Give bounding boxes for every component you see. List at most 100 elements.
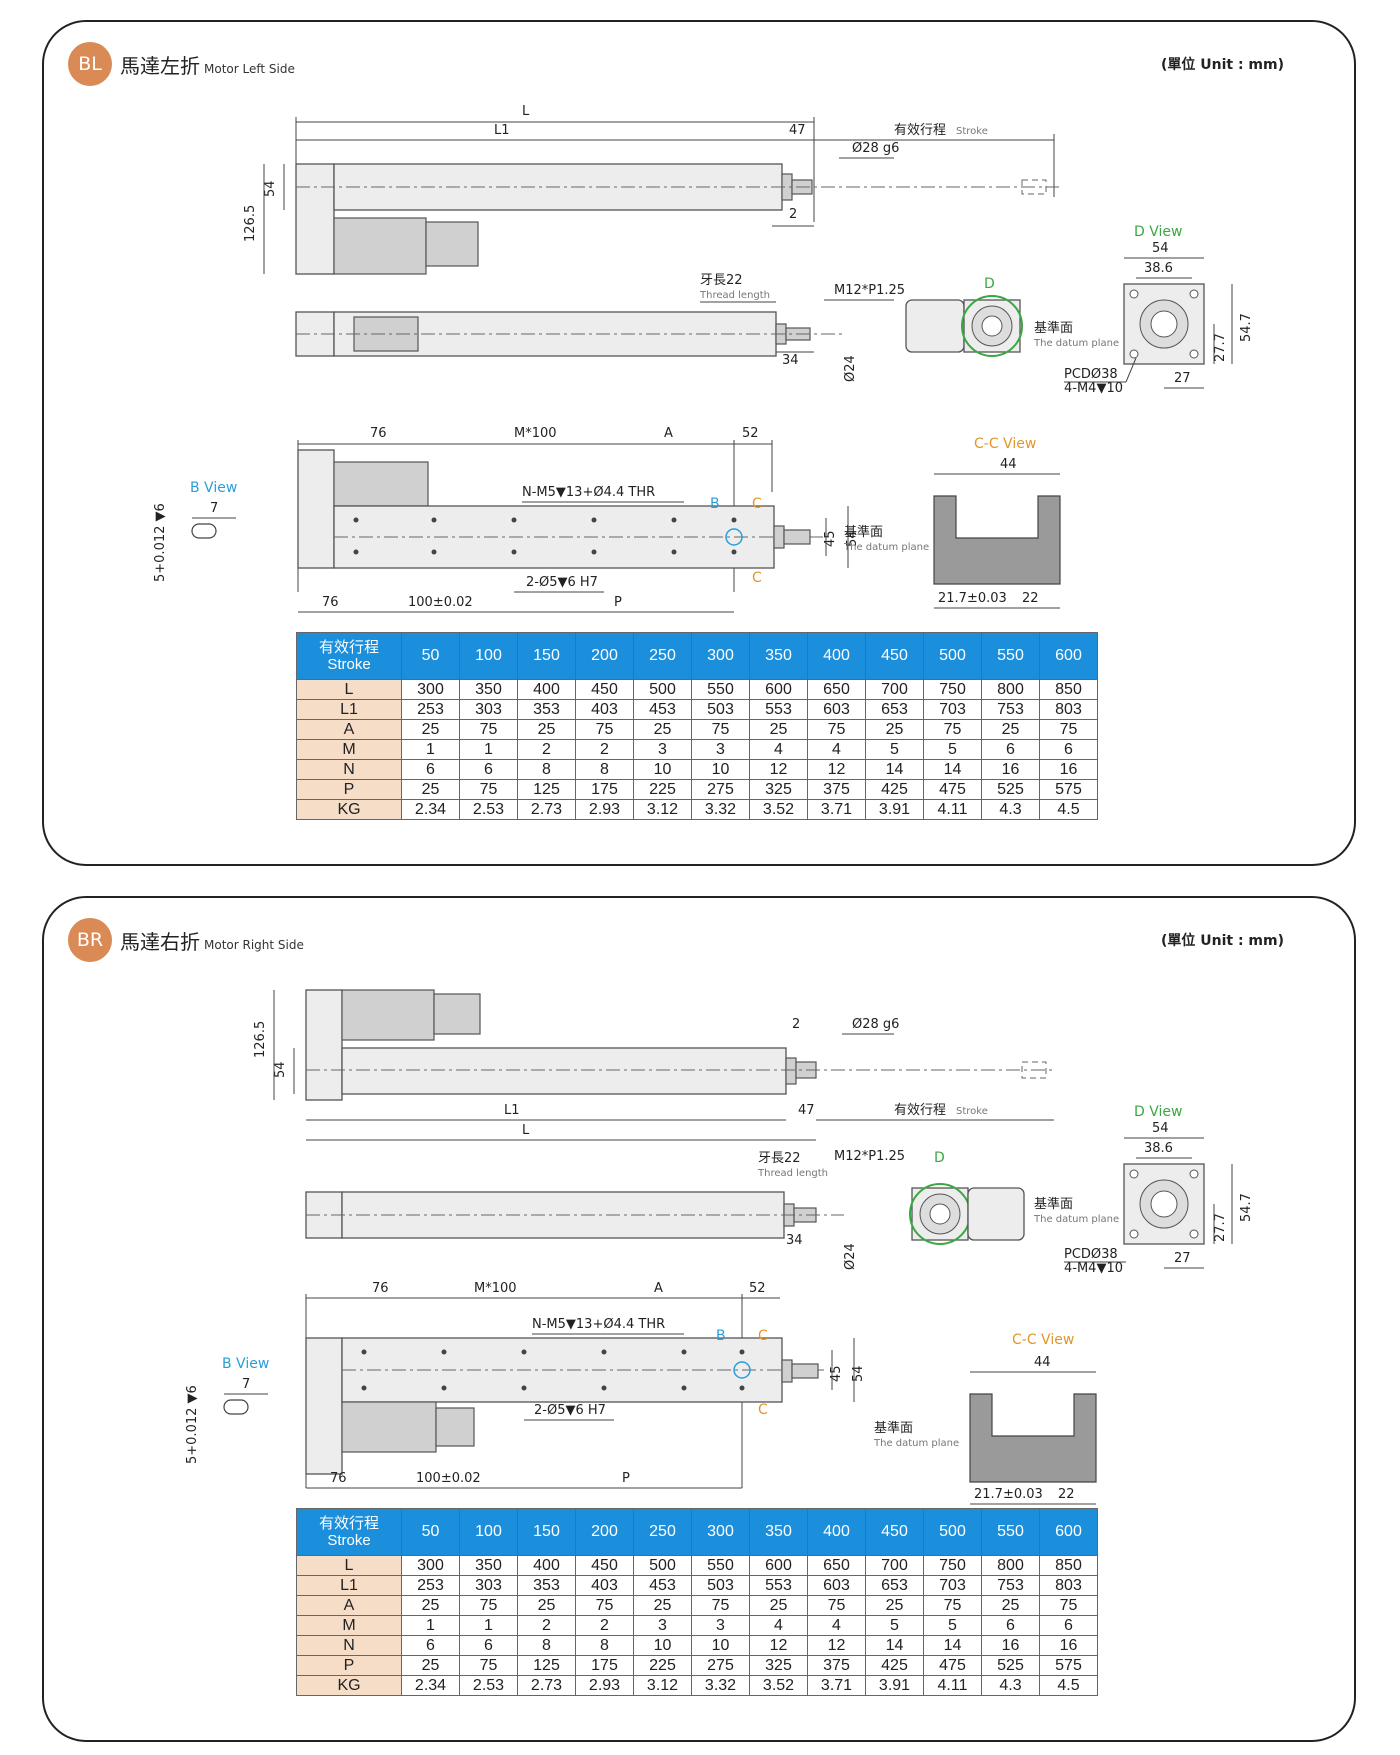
table-cell: 353 — [517, 699, 576, 720]
column-header: 550 — [981, 1508, 1040, 1556]
table-cell: 4.11 — [923, 1675, 982, 1696]
thread-zh: 牙長22 — [758, 1151, 801, 1166]
dview-547: 54.7 — [1239, 313, 1254, 342]
thread-en: Thread length — [757, 1168, 828, 1179]
table-cell: 300 — [401, 679, 460, 700]
dim-76-top: 76 — [372, 1281, 389, 1296]
table-cell: 225 — [633, 1655, 692, 1676]
table-cell: 653 — [865, 1575, 924, 1596]
ccview-44: 44 — [1000, 457, 1017, 472]
table-cell: 3.32 — [691, 1675, 750, 1696]
table-cell: 10 — [691, 759, 750, 780]
table-cell: 3.71 — [807, 1675, 866, 1696]
table-cell: 2.93 — [575, 799, 634, 820]
table-cell: 25 — [517, 1595, 576, 1616]
dim-shaft: Ø28 g6 — [852, 141, 899, 156]
side-view: 牙長22 Thread length M12*P1.25 34 Ø24 D — [305, 1149, 1025, 1270]
label-C-top: C — [752, 496, 762, 512]
column-header: 50 — [401, 1508, 460, 1556]
table-cell: 6 — [981, 739, 1040, 760]
table-cell: 3.32 — [691, 799, 750, 820]
cc-view: C-C View 44 基準面 The datum plane 21.7±0.0… — [843, 436, 1061, 609]
cc-datum-zh: 基準面 — [874, 1420, 913, 1436]
ccview-44: 44 — [1034, 1355, 1051, 1370]
table-cell: 3.91 — [865, 799, 924, 820]
table-cell: 3 — [691, 1615, 750, 1636]
table-cell: 303 — [459, 699, 518, 720]
table-cell: 375 — [807, 779, 866, 800]
table-cell: 2.73 — [517, 799, 576, 820]
dim-24: Ø24 — [843, 355, 858, 382]
title-en: Motor Right Side — [204, 938, 304, 952]
table-cell: 75 — [459, 1595, 518, 1616]
ccview-217: 21.7±0.03 — [974, 1487, 1043, 1502]
row-label: P — [296, 779, 402, 800]
table-cell: 700 — [865, 679, 924, 700]
table-cell: 4 — [749, 1615, 808, 1636]
column-header: 350 — [749, 1508, 808, 1556]
column-header: 150 — [517, 1508, 576, 1556]
table-cell: 8 — [517, 759, 576, 780]
column-header: 400 — [807, 632, 866, 680]
table-cell: 125 — [517, 779, 576, 800]
side-view: 牙長22 Thread length M12*P1.25 34 Ø24 D — [295, 273, 1023, 382]
title-en: Motor Left Side — [204, 62, 295, 76]
table-cell: 553 — [749, 1575, 808, 1596]
table-cell: 400 — [517, 679, 576, 700]
table-cell: 4.5 — [1039, 1675, 1098, 1696]
header-en: Stroke — [327, 1532, 371, 1549]
table-cell: 75 — [575, 1595, 634, 1616]
table-cell: 300 — [401, 1555, 460, 1576]
badge-br: BR — [68, 918, 112, 962]
label-C-top: C — [758, 1328, 768, 1344]
row-label: A — [296, 719, 402, 740]
table-cell: 403 — [575, 1575, 634, 1596]
table-cell: 175 — [575, 1655, 634, 1676]
bview-tol: 5+0.012 ▼6 — [153, 503, 168, 582]
note-hole: 2-Ø5▼6 H7 — [526, 575, 598, 590]
table-cell: 1 — [459, 1615, 518, 1636]
table-cell: 325 — [749, 1655, 808, 1676]
table-cell: 25 — [517, 719, 576, 740]
table-cell: 125 — [517, 1655, 576, 1676]
table-cell: 253 — [401, 699, 460, 720]
table-cell: 75 — [459, 1655, 518, 1676]
table-cell: 503 — [691, 699, 750, 720]
table-cell: 12 — [807, 759, 866, 780]
dim-47: 47 — [789, 123, 806, 138]
dim-L1: L1 — [504, 1103, 520, 1118]
bottom-view: 76 M*100 A 52 N — [297, 426, 860, 613]
label-B: B — [716, 1328, 726, 1344]
table-cell: 75 — [807, 719, 866, 740]
table-cell: 1 — [459, 739, 518, 760]
table-cell: 3 — [633, 1615, 692, 1636]
table-cell: 2.53 — [459, 1675, 518, 1696]
table-cell: 575 — [1039, 779, 1098, 800]
dview-54: 54 — [1152, 241, 1169, 256]
drawing-bl: L L1 47 有效行程 Stroke Ø28 g6 2 54 126.5 — [153, 104, 1254, 613]
table-cell: 603 — [807, 699, 866, 720]
table-cell: 1 — [401, 739, 460, 760]
table-cell: 503 — [691, 1575, 750, 1596]
label-C-bottom: C — [752, 570, 762, 586]
column-header: 100 — [459, 1508, 518, 1556]
table-cell: 8 — [575, 1635, 634, 1656]
label-D: D — [984, 276, 995, 292]
table-cell: 6 — [459, 1635, 518, 1656]
row-label: KG — [296, 1675, 402, 1696]
table-cell: 753 — [981, 699, 1040, 720]
dim-47: 47 — [798, 1103, 815, 1118]
table-cell: 1 — [401, 1615, 460, 1636]
table-cell: 353 — [517, 1575, 576, 1596]
table-cell: 5 — [865, 1615, 924, 1636]
badge-bl: BL — [68, 42, 112, 86]
table-cell: 275 — [691, 779, 750, 800]
table-cell: 2.73 — [517, 1675, 576, 1696]
dim-54: 54 — [273, 1061, 288, 1078]
